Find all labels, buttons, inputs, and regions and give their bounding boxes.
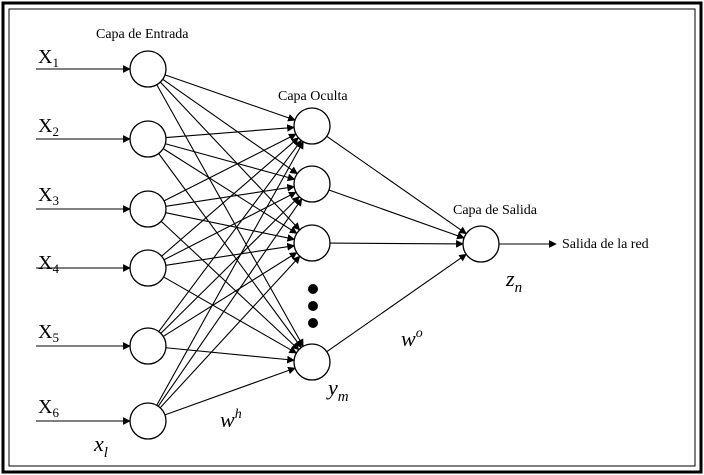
input-hidden-edge: [160, 196, 300, 334]
input-label-base: X: [38, 46, 53, 68]
input-hidden-edge: [157, 198, 303, 407]
input-hidden-edge: [159, 81, 301, 231]
input-hidden-edge: [160, 220, 300, 351]
input-hidden-edge: [161, 137, 299, 257]
hidden-node: [293, 165, 331, 203]
input-node: [129, 249, 167, 287]
input-hidden-edge: [162, 252, 298, 337]
input-hidden-edge: [164, 366, 296, 416]
ellipsis-dot: [308, 318, 318, 328]
ellipsis-dot: [308, 301, 318, 311]
hidden-node: [293, 224, 331, 262]
symbol-base: z: [505, 266, 515, 291]
input-label-base: X: [38, 115, 53, 137]
input-node: [129, 402, 167, 440]
inner-frame: [8, 8, 696, 467]
symbol-sup: o: [416, 326, 423, 341]
input-label: X2: [38, 115, 59, 139]
input-node: [129, 120, 167, 158]
symbol-base: y: [326, 375, 338, 400]
input-label-base: X: [38, 396, 53, 418]
input-hidden-edge: [163, 191, 297, 261]
symbol-base: w: [401, 326, 416, 351]
ellipsis-dot: [308, 284, 318, 294]
symbol-base: w: [220, 407, 235, 432]
input-node: [129, 327, 167, 365]
input-label: X5: [38, 321, 59, 345]
input-label: X4: [38, 252, 59, 276]
input-hidden-edge: [165, 143, 296, 182]
network-nodes: [129, 50, 500, 440]
symbol-sub: l: [104, 445, 108, 461]
input-hidden-edge: [165, 124, 295, 139]
hidden-output-edge: [329, 240, 464, 248]
input-hidden-edge: [165, 242, 295, 266]
input-label: X3: [38, 184, 59, 208]
input-label: X6: [38, 396, 59, 420]
input-label: X1: [38, 46, 59, 70]
symbol-x-l: xl: [93, 431, 108, 461]
input-label-base: X: [38, 252, 53, 274]
symbol-y-m: ym: [326, 375, 349, 405]
output-node: [462, 225, 500, 263]
input-hidden-edge: [156, 141, 304, 406]
hidden-layer-label: Capa Oculta: [278, 89, 348, 104]
hidden-node: [293, 107, 331, 145]
symbol-sub: n: [515, 280, 523, 296]
symbol-sub: m: [338, 389, 349, 405]
symbol-base: x: [93, 431, 104, 456]
symbol-sup: h: [235, 407, 242, 422]
hidden-output-edge: [326, 135, 467, 235]
input-label-sub: 6: [52, 405, 59, 420]
hidden-output-edge: [328, 189, 465, 240]
input-hidden-edge: [159, 255, 301, 409]
symbol-w-o: wo: [401, 326, 423, 351]
input-label-sub: 1: [52, 55, 59, 70]
input-hidden-edge: [156, 84, 304, 347]
connection-edges: [36, 65, 557, 425]
input-hidden-edge: [164, 74, 296, 122]
input-hidden-edge: [158, 139, 302, 332]
network-output-label: Salida de la red: [562, 237, 649, 252]
input-node: [129, 50, 167, 88]
symbol-w-h: wh: [220, 407, 242, 432]
hidden-output-edge: [326, 253, 467, 353]
symbol-z-n: zn: [505, 266, 522, 296]
input-label-base: X: [38, 321, 53, 343]
input-label-sub: 5: [52, 330, 59, 345]
input-label-sub: 4: [52, 261, 59, 276]
input-hidden-edge: [162, 148, 298, 234]
input-label-sub: 2: [52, 124, 59, 139]
input-node: [129, 190, 167, 228]
input-hidden-edge: [158, 153, 302, 349]
input-label-base: X: [38, 184, 53, 206]
output-layer-label: Capa de Salida: [453, 203, 538, 218]
input-layer-label: Capa de Entrada: [96, 27, 189, 42]
input-label-sub: 3: [52, 193, 59, 208]
hidden-node: [293, 343, 331, 381]
input-hidden-edge: [163, 133, 297, 202]
input-hidden-edge: [163, 276, 298, 354]
